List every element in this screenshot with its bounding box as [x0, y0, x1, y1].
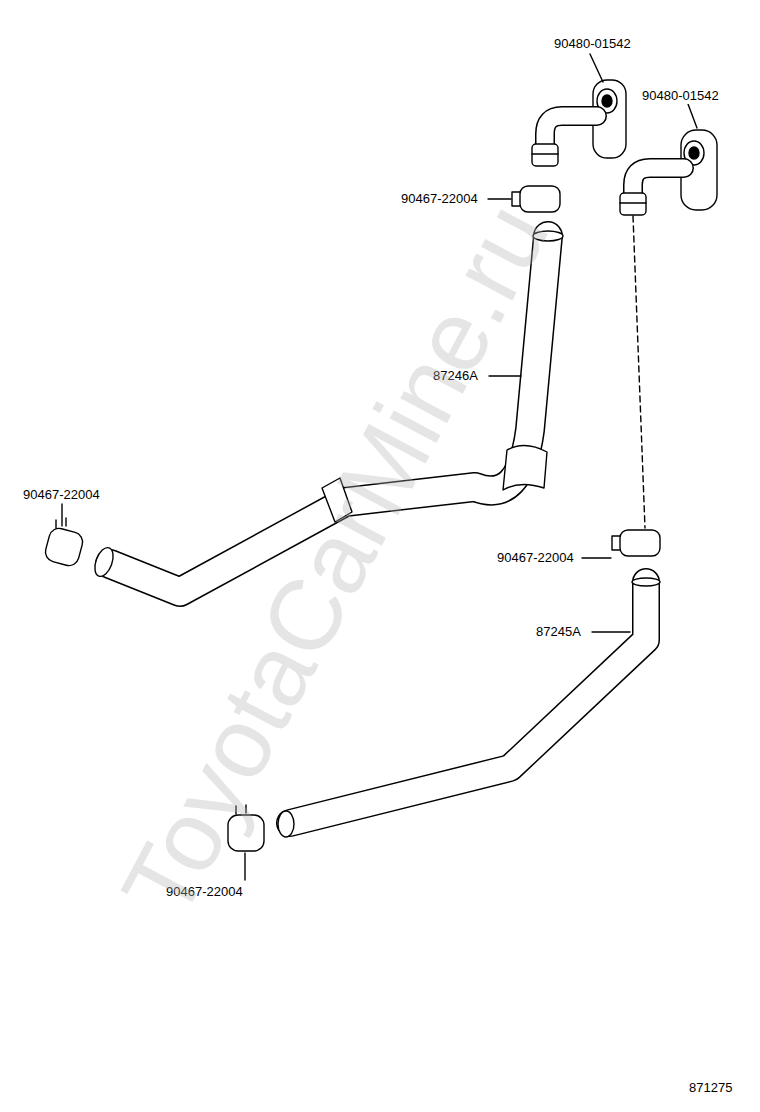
diagram-number: 871275: [688, 1080, 733, 1096]
part-number: 90467-22004: [496, 550, 575, 566]
part-number: 90467-22004: [22, 487, 101, 503]
part-number: 87245A: [535, 624, 582, 640]
part-number: 90480-01542: [553, 36, 632, 52]
part-number: 90480-01542: [641, 88, 720, 104]
